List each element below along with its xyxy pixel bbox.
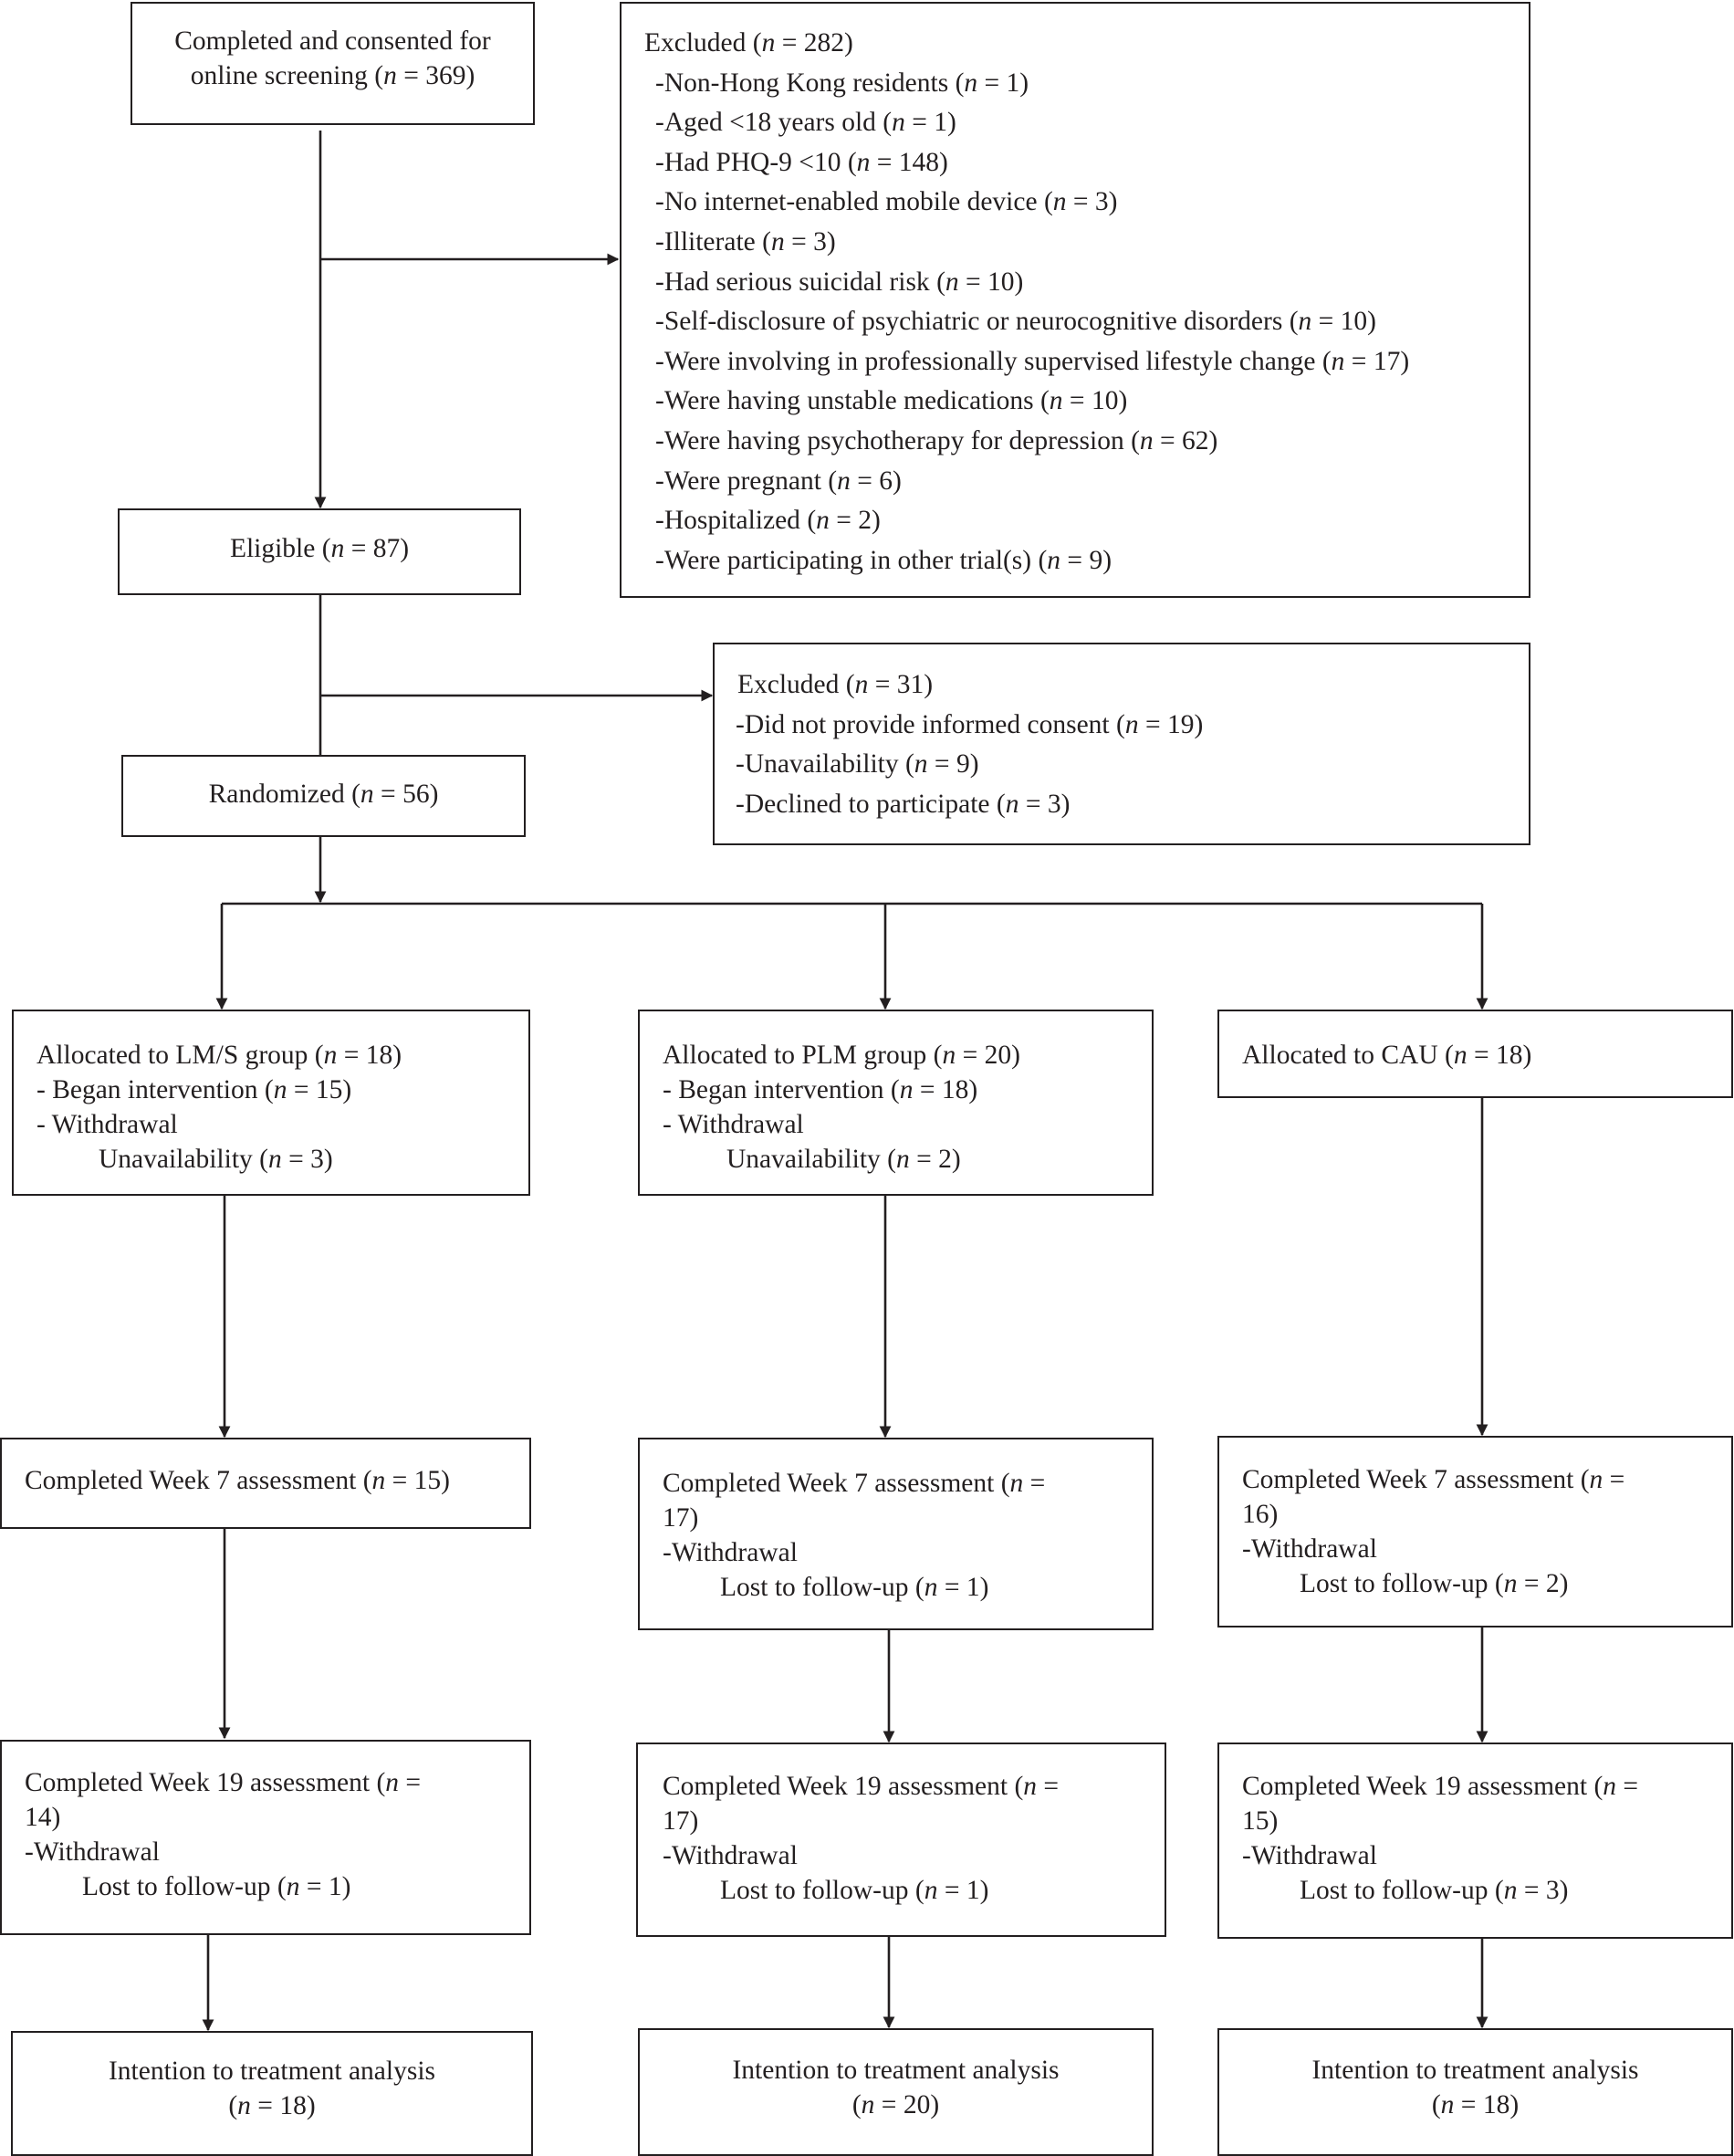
allocated-plm-title: Allocated to PLM group (n = 20) (663, 1041, 1020, 1070)
week7-plm-line-2: 17) (663, 1503, 699, 1533)
allocated-cau-title: Allocated to CAU (n = 18) (1242, 1041, 1532, 1070)
randomized-label: Randomized (n = 56) (208, 780, 439, 809)
excluded1-item: -Hospitalized (n = 2) (655, 506, 881, 536)
allocated-plm-box: Allocated to PLM group (n = 20) - Began … (638, 1010, 1154, 1196)
week19-cau-box: Completed Week 19 assessment (n = 15) -W… (1217, 1743, 1733, 1939)
week7-cau-line-1: Completed Week 7 assessment (n = (1242, 1465, 1625, 1494)
randomized-box: Randomized (n = 56) (121, 755, 526, 837)
excluded1-item: -Were involving in professionally superv… (655, 346, 1410, 376)
allocated-lms-title: Allocated to LM/S group (n = 18) (37, 1041, 402, 1070)
week19-lms-line-2: 14) (25, 1803, 61, 1832)
week19-lms-withdrawal: -Withdrawal (25, 1837, 160, 1867)
week19-plm-line-1: Completed Week 19 assessment (n = (663, 1772, 1060, 1801)
week7-cau-withdrawal: -Withdrawal (1242, 1534, 1377, 1564)
week7-plm-box: Completed Week 7 assessment (n = 17) -Wi… (638, 1438, 1154, 1630)
week19-cau-withdrawal: -Withdrawal (1242, 1841, 1377, 1870)
excluded1-item: -Non-Hong Kong residents (n = 1) (655, 68, 1029, 98)
allocated-lms-reason: Unavailability (n = 3) (99, 1145, 333, 1174)
excluded1-item: -Aged <18 years old (n = 1) (655, 108, 956, 138)
itt-plm-line-1: Intention to treatment analysis (732, 2056, 1060, 2085)
excluded1-item: -Self-disclosure of psychiatric or neuro… (655, 307, 1376, 337)
week7-cau-box: Completed Week 7 assessment (n = 16) -Wi… (1217, 1436, 1733, 1627)
week19-plm-withdrawal: -Withdrawal (663, 1841, 798, 1870)
excluded1-item: -No internet-enabled mobile device (n = … (655, 187, 1118, 217)
week19-lms-line-1: Completed Week 19 assessment (n = (25, 1768, 422, 1797)
itt-cau-box: Intention to treatment analysis (n = 18) (1217, 2028, 1733, 2156)
itt-lms-line-1: Intention to treatment analysis (108, 2057, 435, 2086)
eligible-label: Eligible (n = 87) (229, 534, 410, 563)
week19-plm-reason: Lost to follow-up (n = 1) (720, 1876, 989, 1905)
excluded-eligible-box: Excluded (n = 31) -Did not provide infor… (713, 643, 1530, 845)
week19-cau-line-1: Completed Week 19 assessment (n = (1242, 1772, 1639, 1801)
excluded2-item: -Declined to participate (n = 3) (736, 789, 1071, 819)
excluded1-title: Excluded (n = 282) (644, 28, 853, 58)
screening-line-2: online screening (n = 369) (190, 61, 475, 90)
week19-plm-line-2: 17) (663, 1806, 699, 1836)
week7-plm-line-1: Completed Week 7 assessment (n = (663, 1469, 1046, 1498)
allocated-cau-box: Allocated to CAU (n = 18) (1217, 1010, 1733, 1098)
week7-plm-reason: Lost to follow-up (n = 1) (720, 1573, 989, 1602)
excluded1-item: -Had serious suicidal risk (n = 10) (655, 267, 1024, 297)
itt-cau-line-2: (n = 18) (1431, 2090, 1520, 2119)
week19-cau-reason: Lost to follow-up (n = 3) (1300, 1876, 1569, 1905)
week19-plm-box: Completed Week 19 assessment (n = 17) -W… (636, 1743, 1166, 1937)
excluded1-item: -Were pregnant (n = 6) (655, 466, 902, 496)
excluded2-title: Excluded (n = 31) (737, 670, 934, 699)
excluded1-item: -Illiterate (n = 3) (655, 226, 836, 256)
excluded2-list: -Did not provide informed consent (n = 1… (736, 706, 1529, 825)
itt-lms-line-2: (n = 18) (228, 2091, 316, 2120)
excluded2-item: -Did not provide informed consent (n = 1… (736, 709, 1204, 739)
screening-box: Completed and consented for online scree… (131, 2, 535, 125)
week7-lms-box: Completed Week 7 assessment (n = 15) (0, 1438, 531, 1529)
excluded1-list: -Non-Hong Kong residents (n = 1) -Aged <… (644, 64, 1529, 581)
itt-plm-box: Intention to treatment analysis (n = 20) (638, 2028, 1154, 2156)
allocated-lms-withdrawal: - Withdrawal (37, 1110, 178, 1139)
excluded2-item: -Unavailability (n = 9) (736, 749, 979, 779)
eligible-box: Eligible (n = 87) (118, 508, 521, 595)
itt-lms-box: Intention to treatment analysis (n = 18) (11, 2031, 533, 2156)
excluded1-item: -Were participating in other trial(s) (n… (655, 545, 1112, 575)
allocated-lms-began: - Began intervention (n = 15) (37, 1075, 352, 1104)
week7-cau-line-2: 16) (1242, 1500, 1279, 1529)
allocated-plm-began: - Began intervention (n = 18) (663, 1075, 978, 1104)
week19-lms-reason: Lost to follow-up (n = 1) (82, 1872, 351, 1901)
screening-line-1: Completed and consented for (174, 26, 491, 56)
week7-lms-label: Completed Week 7 assessment (n = 15) (25, 1466, 450, 1495)
itt-plm-line-2: (n = 20) (851, 2090, 940, 2119)
allocated-plm-reason: Unavailability (n = 2) (726, 1145, 961, 1174)
week7-cau-reason: Lost to follow-up (n = 2) (1300, 1569, 1569, 1598)
excluded1-item: -Had PHQ-9 <10 (n = 148) (655, 147, 948, 177)
excluded1-item: -Were having unstable medications (n = 1… (655, 386, 1128, 416)
excluded-screening-box: Excluded (n = 282) -Non-Hong Kong reside… (620, 2, 1530, 598)
itt-cau-line-1: Intention to treatment analysis (1311, 2056, 1639, 2085)
allocated-plm-withdrawal: - Withdrawal (663, 1110, 804, 1139)
excluded1-item: -Were having psychotherapy for depressio… (655, 425, 1218, 455)
week19-lms-box: Completed Week 19 assessment (n = 14) -W… (0, 1740, 531, 1935)
week7-plm-withdrawal: -Withdrawal (663, 1538, 798, 1567)
allocated-lms-box: Allocated to LM/S group (n = 18) - Began… (12, 1010, 530, 1196)
week19-cau-line-2: 15) (1242, 1806, 1279, 1836)
